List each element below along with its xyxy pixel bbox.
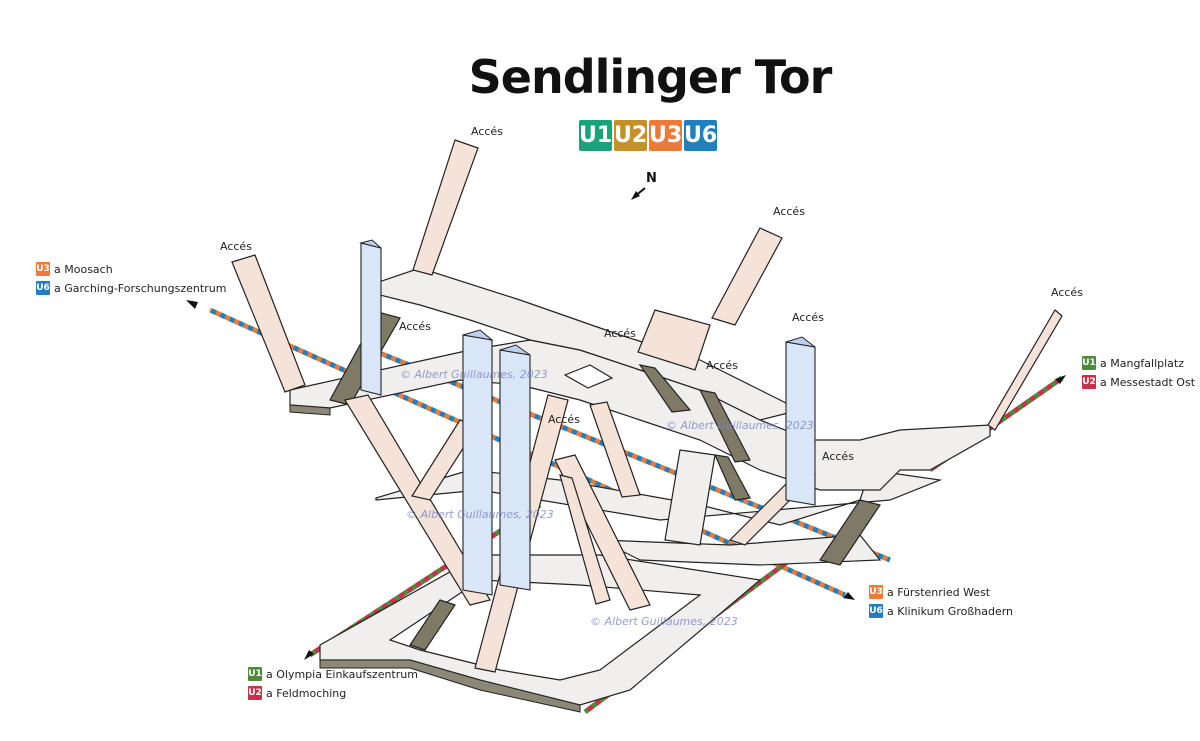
destination-text: a Klinikum Großhadern bbox=[887, 604, 1014, 618]
mini-badge-u1: U1 bbox=[1082, 356, 1096, 370]
watermark: © Albert Guillaumes, 2023 bbox=[400, 368, 548, 381]
access-label: Accés bbox=[604, 327, 636, 340]
access-label: Accés bbox=[706, 359, 738, 372]
watermark: © Albert Guillaumes, 2023 bbox=[666, 419, 814, 432]
line-badges: U1 U2 U3 U6 bbox=[579, 120, 717, 151]
access-label: Accés bbox=[220, 240, 252, 253]
line-badge-u3: U3 bbox=[649, 120, 682, 151]
mini-badge-u3: U3 bbox=[36, 262, 50, 276]
line-badge-u2: U2 bbox=[614, 120, 647, 151]
station-title: Sendlinger Tor bbox=[468, 50, 833, 104]
access-label: Accés bbox=[1051, 286, 1083, 299]
destination-mangfallplatz: U1 a Mangfallplatz bbox=[1082, 356, 1184, 370]
elevator-shafts bbox=[359, 239, 816, 596]
mini-badge-u3: U3 bbox=[869, 585, 883, 599]
watermark: © Albert Guillaumes, 2023 bbox=[406, 508, 554, 521]
destination-fuerstenried: U3 a Fürstenried West bbox=[869, 585, 990, 599]
lower-platform bbox=[319, 554, 762, 713]
mini-badge-u1: U1 bbox=[248, 667, 262, 681]
mini-badge-u6: U6 bbox=[36, 281, 50, 295]
mini-badge-u2: U2 bbox=[248, 686, 262, 700]
access-label: Accés bbox=[548, 413, 580, 426]
destination-text: a Messestadt Ost bbox=[1100, 375, 1196, 389]
watermark: © Albert Guillaumes, 2023 bbox=[590, 615, 738, 628]
line-badge-u6: U6 bbox=[684, 120, 717, 151]
access-label: Accés bbox=[471, 125, 503, 138]
destination-olympia: U1 a Olympia Einkaufszentrum bbox=[248, 667, 418, 681]
access-label: Accés bbox=[792, 311, 824, 324]
access-label: Accés bbox=[822, 450, 854, 463]
line-badge-u1: U1 bbox=[579, 120, 612, 151]
destination-feldmoching: U2 a Feldmoching bbox=[248, 686, 346, 700]
destination-messestadt: U2 a Messestadt Ost bbox=[1082, 375, 1195, 389]
destination-grosshadern: U6 a Klinikum Großhadern bbox=[869, 604, 1013, 618]
access-label: Accés bbox=[773, 205, 805, 218]
destination-garching: U6 a Garching-Forschungszentrum bbox=[36, 281, 226, 295]
destination-text: a Mangfallplatz bbox=[1100, 356, 1185, 370]
destination-text: a Olympia Einkaufszentrum bbox=[266, 667, 418, 681]
north-label: N bbox=[646, 171, 657, 186]
stairs bbox=[231, 139, 1063, 673]
access-label: Accés bbox=[399, 320, 431, 333]
mini-badge-u6: U6 bbox=[869, 604, 883, 618]
destination-text: a Feldmoching bbox=[266, 686, 347, 700]
destination-moosach: U3 a Moosach bbox=[36, 262, 113, 276]
mini-badge-u2: U2 bbox=[1082, 375, 1096, 389]
destination-text: a Fürstenried West bbox=[887, 585, 991, 599]
destination-text: a Moosach bbox=[54, 262, 113, 276]
north-arrow-icon bbox=[631, 187, 646, 200]
destination-text: a Garching-Forschungszentrum bbox=[54, 281, 227, 295]
